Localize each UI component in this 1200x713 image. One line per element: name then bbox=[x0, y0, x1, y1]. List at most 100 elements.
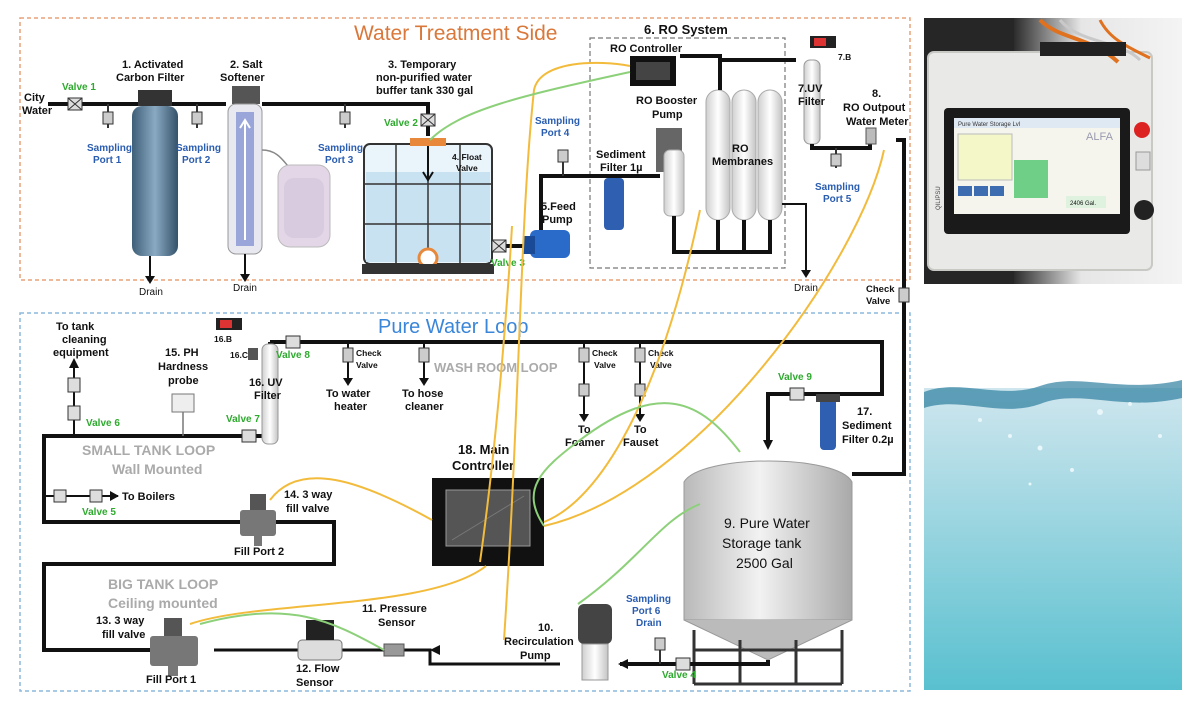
foamer-arrow bbox=[579, 414, 589, 422]
float-valve-icon bbox=[422, 146, 434, 182]
pipe-membrane-bottom bbox=[672, 216, 772, 254]
tank-cleaning-valve-icon[interactable] bbox=[67, 377, 81, 393]
pipe-membrane-top bbox=[680, 54, 796, 90]
drain-1-label: Drain bbox=[139, 287, 163, 298]
valve-5-label: Valve 5 bbox=[82, 507, 116, 518]
tank-cleaning-arrow bbox=[69, 358, 79, 368]
softener-flow-arrow bbox=[239, 118, 251, 240]
sensor-16b-display bbox=[220, 320, 232, 328]
washroom-loop-label: WASH ROOM LOOP bbox=[434, 360, 558, 375]
ro-system-title: 6. RO System bbox=[644, 22, 728, 37]
hose-cleaner-arrow bbox=[419, 378, 429, 386]
carbon-filter-tank bbox=[132, 106, 178, 256]
fill-valve-13-icon bbox=[150, 618, 198, 676]
washroom-loop-pipe bbox=[270, 340, 884, 396]
sampling-port-6-icon[interactable] bbox=[654, 637, 666, 651]
valve-2-icon[interactable] bbox=[420, 113, 436, 127]
pipe-ro-drain bbox=[782, 203, 807, 276]
valve-7-label: Valve 7 bbox=[226, 414, 260, 425]
ro-controller-label: RO Controller bbox=[610, 43, 683, 55]
wire-yellow-3 bbox=[543, 209, 701, 523]
pipe-sediment-tank bbox=[766, 392, 810, 446]
big-tank-sub-label: Ceiling mounted bbox=[108, 595, 218, 611]
wire-yellow-4 bbox=[543, 149, 885, 527]
foamer-valve-icon[interactable] bbox=[578, 383, 590, 397]
valve-9-icon[interactable] bbox=[789, 387, 805, 401]
sediment-1u-filter-icon bbox=[604, 178, 624, 230]
valve-6-label: Valve 6 bbox=[86, 418, 120, 429]
valve-3-icon[interactable] bbox=[491, 239, 507, 253]
check-valve-fauset-icon[interactable] bbox=[634, 347, 646, 363]
buffer-tank-cage bbox=[364, 144, 492, 264]
valve-1-icon[interactable] bbox=[67, 97, 83, 111]
wire-green-2 bbox=[532, 402, 741, 527]
wire-yellow-2 bbox=[479, 225, 513, 563]
check-valve-foamer-icon[interactable] bbox=[578, 347, 590, 363]
sensor-16c-icon bbox=[248, 348, 258, 360]
storage-tank-cone bbox=[683, 619, 853, 661]
pure-loop-title: Pure Water Loop bbox=[378, 316, 528, 338]
check-valve-heater-icon[interactable] bbox=[342, 347, 354, 363]
ro-membrane-1 bbox=[705, 89, 731, 221]
hose-cleaner-valve-icon[interactable] bbox=[418, 347, 430, 363]
drain-3-label: Drain bbox=[794, 283, 818, 294]
valve-4-label: Valve 4 bbox=[662, 670, 696, 681]
carbon-filter-head bbox=[138, 90, 172, 106]
valve-8-icon[interactable] bbox=[285, 335, 301, 349]
to-boilers-arrow bbox=[110, 491, 119, 501]
pure-loop-section-border bbox=[19, 312, 911, 692]
fill-port-1-label: Fill Port 1 bbox=[146, 674, 196, 686]
wire-yellow-1 bbox=[503, 61, 631, 641]
sampling-port-4-icon[interactable] bbox=[557, 149, 569, 163]
wire-green-3 bbox=[577, 503, 701, 605]
feed-pump-head bbox=[523, 236, 535, 254]
recirc-arrow-2 bbox=[430, 645, 440, 655]
wire-green-1 bbox=[429, 71, 631, 141]
small-tank-sub-label: Wall Mounted bbox=[112, 461, 202, 477]
storage-tank-icon bbox=[683, 460, 853, 621]
recirc-outlet-pipe bbox=[620, 660, 770, 666]
to-boilers-label: To Boilers bbox=[122, 491, 175, 503]
ro-controller-screen bbox=[636, 62, 670, 80]
drain-2-arrow bbox=[240, 274, 250, 282]
treatment-title: Water Treatment Side bbox=[354, 22, 557, 45]
sampling-port-5-icon[interactable] bbox=[830, 153, 842, 167]
fill-port-2-label: Fill Port 2 bbox=[234, 546, 284, 558]
check-valve-ro-icon[interactable] bbox=[898, 287, 910, 303]
valve-4-icon[interactable] bbox=[675, 657, 691, 671]
fauset-valve-icon[interactable] bbox=[634, 383, 646, 397]
sampling-port-3-icon[interactable] bbox=[339, 111, 351, 125]
sampling-port-1-icon[interactable] bbox=[102, 111, 114, 125]
valve-6-icon[interactable] bbox=[67, 405, 81, 421]
brine-salt bbox=[284, 178, 324, 238]
valve-5-icon[interactable] bbox=[53, 489, 103, 503]
ro-membrane-3 bbox=[757, 89, 783, 221]
softener-head bbox=[232, 86, 260, 104]
sampling-port-2-icon[interactable] bbox=[191, 111, 203, 125]
valve-7-icon[interactable] bbox=[241, 429, 257, 443]
water-surface-photo bbox=[924, 290, 1182, 690]
